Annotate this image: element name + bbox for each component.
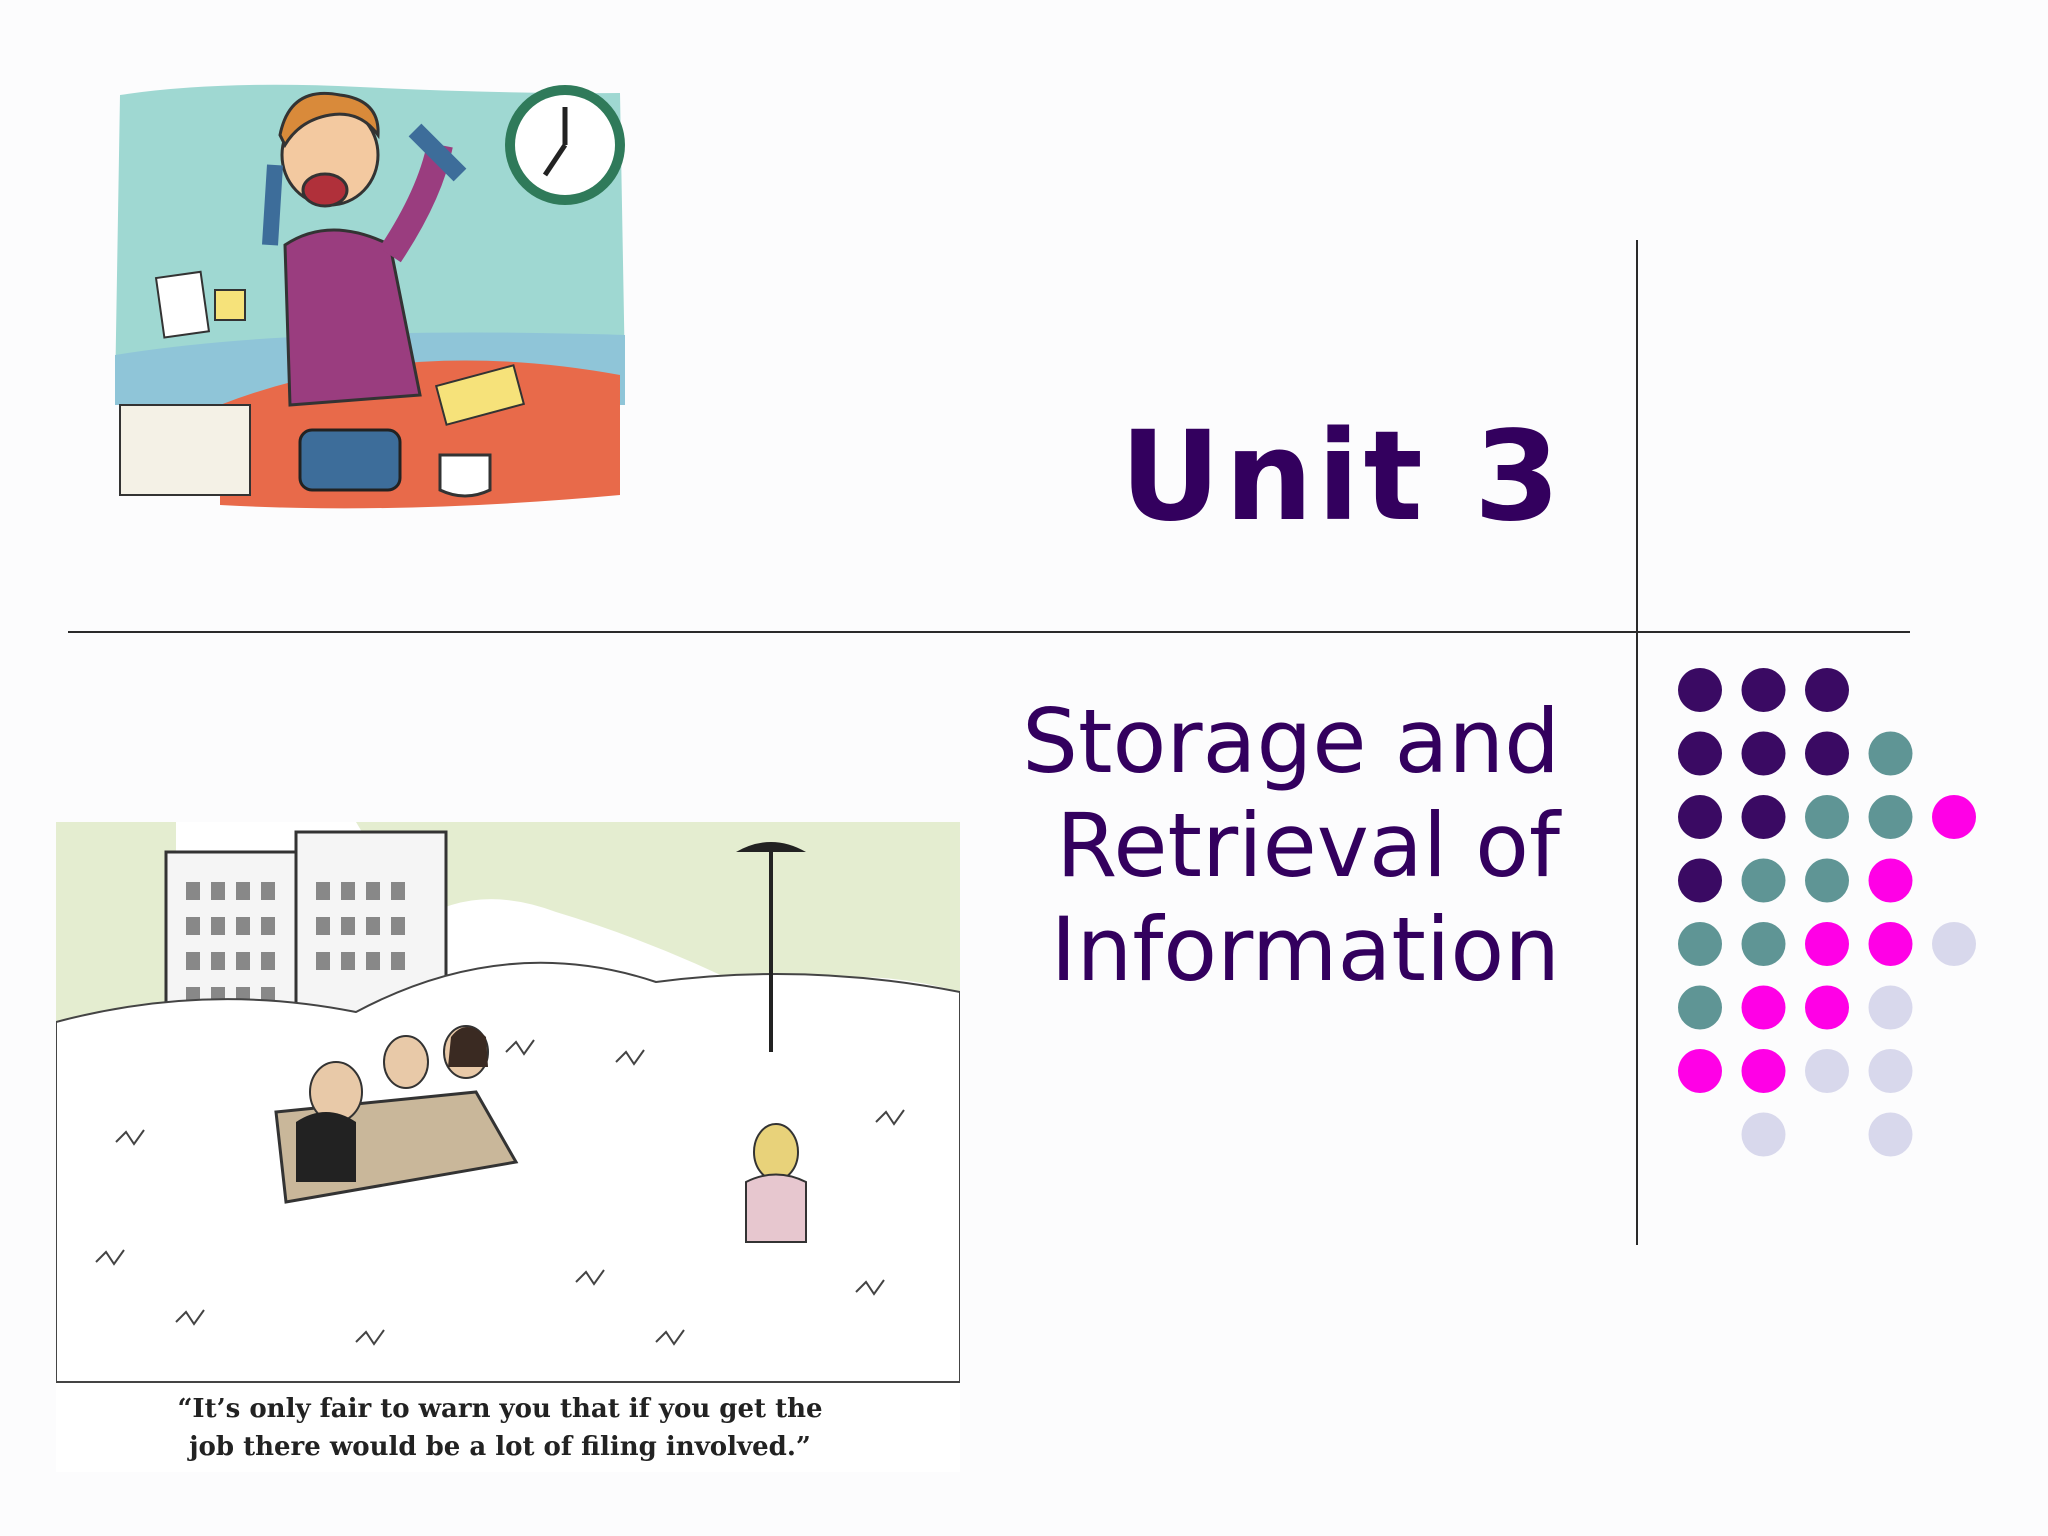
slide-title: Unit 3 [1120,405,1565,549]
grid-dot [1868,858,1913,903]
grid-dot [1805,985,1849,1030]
subtitle-line-1: Storage and [1022,690,1560,793]
grid-dot [1868,731,1913,776]
grid-dot [1678,985,1722,1030]
grid-dot [1678,1049,1722,1093]
grid-dot [1741,731,1786,776]
grid-dot [1932,795,1976,839]
caption-line-1: “It’s only fair to warn you that if you … [177,1394,823,1424]
grid-dot [1805,795,1849,839]
cartoon-caption: “It’s only fair to warn you that if you … [120,1390,880,1466]
grid-dot [1678,922,1722,966]
grid-dot [1932,922,1976,966]
caption-line-2: job there would be a lot of filing invol… [189,1432,811,1462]
grid-dot [1741,858,1786,903]
grid-dot [1741,1049,1786,1093]
grid-dot [1678,858,1722,903]
busy-office-cartoon-illustration [115,84,625,509]
grid-dot [1805,922,1849,966]
grid-dot [1805,1049,1849,1093]
grid-dot [1741,668,1786,712]
filing-office-cartoon-illustration [56,822,960,1472]
grid-dot [1678,731,1722,776]
grid-dot [1868,985,1913,1030]
grid-dot [1805,731,1849,776]
grid-dot [1741,922,1786,966]
grid-dot [1741,795,1786,839]
grid-dot [1805,858,1849,903]
horizontal-divider [68,631,1910,633]
grid-dot [1741,1112,1786,1157]
grid-dot [1678,795,1722,839]
grid-dot [1678,668,1722,712]
subtitle-line-2: Retrieval of [1056,794,1560,897]
slide-subtitle: Storage and Retrieval of Information [980,690,1560,1002]
subtitle-line-3: Information [1050,898,1560,1001]
grid-dot [1868,1112,1913,1157]
grid-dot [1805,668,1849,712]
grid-dot [1868,922,1913,966]
grid-dot [1868,1049,1913,1093]
grid-dot [1741,985,1786,1030]
vertical-divider [1636,240,1638,1245]
grid-dot [1868,795,1913,839]
